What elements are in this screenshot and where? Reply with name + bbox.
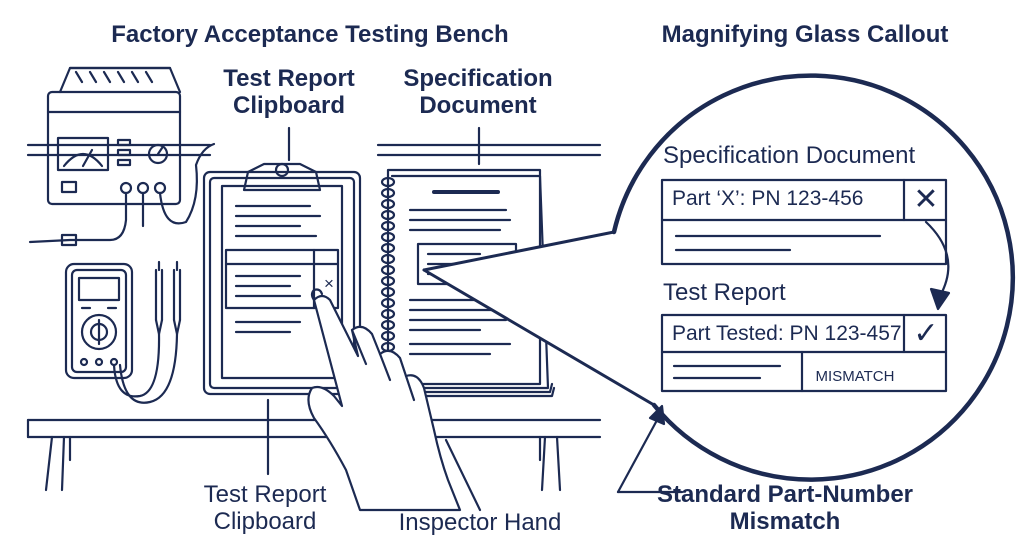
spiral-ring (380, 231, 396, 243)
spiral-ring (380, 330, 396, 342)
callout-title: Magnifying Glass Callout (661, 21, 949, 48)
spec-document-label-top: Specification Document (403, 65, 553, 119)
spiral-ring (380, 198, 396, 210)
spiral-ring (380, 176, 396, 188)
wall-lines (26, 143, 602, 157)
inspector-hand (307, 288, 482, 512)
testing-bench (26, 418, 602, 492)
spiral-ring (380, 220, 396, 232)
spec-table (660, 178, 948, 266)
callout-test-part: Part Tested: PN 123-457 (672, 322, 902, 345)
clipboard-label-bottom: Test Report Clipboard (203, 481, 327, 535)
callout-spec-part: Part ‘X’: PN 123-456 (672, 187, 864, 210)
callout-test-title: Test Report (663, 279, 786, 306)
multimeter-probes (112, 260, 182, 404)
mismatch-label: Standard Part-Number Mismatch (656, 481, 914, 535)
spiral-ring (380, 286, 396, 298)
check-mark-icon: ✓ (913, 317, 939, 350)
test-table (660, 313, 948, 393)
spiral-ring (380, 242, 396, 254)
power-supply-cables (28, 142, 216, 247)
spiral-ring (380, 308, 396, 320)
inspector-hand-label: Inspector Hand (398, 509, 562, 536)
power-supply (46, 66, 182, 206)
spiral-ring (380, 253, 396, 265)
mismatch-tag: MISMATCH (815, 368, 895, 385)
spiral-ring (380, 187, 396, 199)
spiral-ring (380, 264, 396, 276)
spiral-ring (380, 297, 396, 309)
spiral-ring (380, 275, 396, 287)
leader-lines (266, 126, 684, 494)
callout-spec-title: Specification Document (663, 142, 916, 169)
clipboard-label-top: Test Report Clipboard (223, 65, 355, 119)
test-report-clipboard (202, 162, 362, 396)
x-mark-icon: ✕ (913, 183, 939, 216)
magnifier-callout (422, 73, 1016, 482)
bench-title: Factory Acceptance Testing Bench (111, 21, 509, 48)
spiral-ring (380, 209, 396, 221)
spiral-ring (380, 319, 396, 331)
multimeter (64, 262, 134, 380)
correlation-arrow (924, 220, 951, 311)
clipboard-x-mark-icon: × (324, 274, 334, 293)
